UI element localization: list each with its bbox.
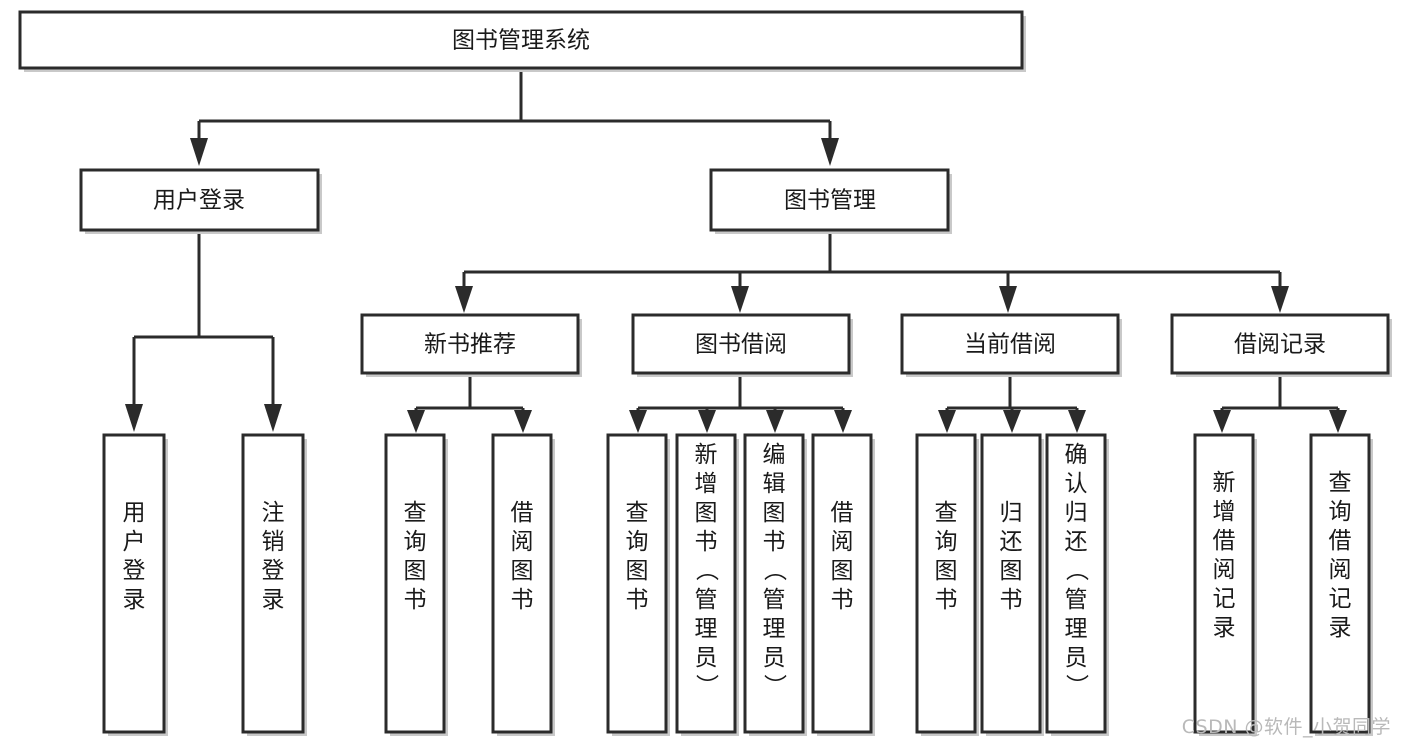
leaf-logout-login-box [241,433,305,734]
node-root[interactable]: 图书管理系统 [18,10,1026,72]
leaf-query-book-1-label: 查询图书 [404,500,427,613]
leaf-query-book-3-label: 查询图书 [935,500,958,613]
leaf-query-book-2-label: 查询图书 [626,500,649,613]
leaf-edit-book-admin-box [743,433,805,734]
arrow-bb-leaf-1 [629,410,647,433]
leaf-node-add-borrow-record[interactable]: 新增借阅记录 [1193,433,1257,736]
leaf-node-borrow-book-2[interactable]: 借阅图书 [811,433,875,736]
arrow-user-login-leaf-1 [125,404,143,432]
leaf-borrow-book-1-label: 借阅图书 [511,500,534,613]
arrow-br-leaf-1 [1213,410,1231,433]
node-root-box [18,10,1024,70]
leaf-return-book-box [980,433,1042,734]
node-book-borrow[interactable]: 图书借阅 [631,313,853,377]
node-current-borrow-box [900,313,1120,375]
arrow-cb-leaf-2 [1003,410,1021,433]
leaf-node-return-book[interactable]: 归还图书 [980,433,1044,736]
arrow-bb-leaf-2 [698,410,716,433]
leaf-query-book-3-box [915,433,977,734]
node-borrow-record[interactable]: 借阅记录 [1170,313,1392,377]
arrow-bm-to-book-borrow [731,286,749,313]
arrow-br-leaf-2 [1329,410,1347,433]
arrow-root-to-book-management [821,138,839,166]
leaf-add-borrow-record-label: 新增借阅记录 [1213,470,1236,641]
connector-layer [125,68,1347,433]
node-root-label: 图书管理系统 [452,28,590,54]
leaf-logout-login-label: 注销登录 [262,500,285,613]
leaf-query-borrow-record-label: 查询借阅记录 [1329,470,1352,641]
arrow-bm-to-current-borrow [999,286,1017,313]
leaf-node-logout-login[interactable]: 注销登录 [241,433,307,736]
node-current-borrow-label: 当前借阅 [964,332,1056,358]
arrow-bb-leaf-3 [766,410,784,433]
node-borrow-record-label: 借阅记录 [1234,332,1326,358]
leaf-node-query-book-3[interactable]: 查询图书 [915,433,979,736]
leaf-confirm-return-admin-box [1045,433,1107,734]
leaf-user-login-label: 用户登录 [123,500,146,613]
arrow-nbr-leaf-1 [407,410,425,433]
leaf-user-login-box [102,433,166,734]
leaf-node-query-borrow-record[interactable]: 查询借阅记录 [1309,433,1373,736]
node-book-management-label: 图书管理 [784,188,876,214]
node-new-book-recommend[interactable]: 新书推荐 [360,313,582,377]
leaf-node-borrow-book-1[interactable]: 借阅图书 [491,433,555,736]
node-book-borrow-label: 图书借阅 [695,332,787,358]
arrow-cb-leaf-3 [1068,410,1086,433]
node-borrow-record-box [1170,313,1390,375]
node-new-book-recommend-label: 新书推荐 [424,332,516,358]
node-book-management-box [709,168,950,232]
node-user-login-label: 用户登录 [153,188,245,214]
node-book-borrow-box [631,313,851,375]
leaf-edit-book-admin-label: 编辑图书（管理员） [763,442,788,700]
leaf-add-book-admin-box [675,433,737,734]
arrow-nbr-leaf-2 [514,410,532,433]
leaf-add-borrow-record-box [1193,433,1255,734]
arrow-bb-leaf-4 [834,410,852,433]
leaf-query-book-2-box [606,433,668,734]
arrow-user-login-leaf-2 [264,404,282,432]
node-current-borrow[interactable]: 当前借阅 [900,313,1122,377]
leaf-node-add-book-admin[interactable]: 新增图书（管理员） [675,433,739,736]
leaf-return-book-label: 归还图书 [1000,500,1023,613]
arrow-bm-to-borrow-record [1271,286,1289,313]
arrow-cb-leaf-1 [938,410,956,433]
arrow-bm-to-new-book-recommend [455,286,473,313]
leaf-add-book-admin-label: 新增图书（管理员） [695,442,720,700]
leaf-node-query-book-2[interactable]: 查询图书 [606,433,670,736]
node-book-management[interactable]: 图书管理 [709,168,952,234]
leaf-node-edit-book-admin[interactable]: 编辑图书（管理员） [743,433,807,736]
arrow-root-to-user-login [190,138,208,166]
watermark-credit: CSDN @软件_小贺同学 [1181,716,1391,738]
leaf-confirm-return-admin-label: 确认归还（管理员） [1065,442,1090,700]
node-user-login[interactable]: 用户登录 [79,168,322,234]
node-user-login-box [79,168,320,232]
leaf-query-borrow-record-box [1309,433,1371,734]
leaf-node-confirm-return-admin[interactable]: 确认归还（管理员） [1045,433,1109,736]
leaf-borrow-book-2-label: 借阅图书 [831,500,854,613]
leaf-node-query-book-1[interactable]: 查询图书 [384,433,448,736]
leaf-borrow-book-2-box [811,433,873,734]
leaf-node-user-login[interactable]: 用户登录 [102,433,168,736]
node-new-book-recommend-box [360,313,580,375]
leaf-borrow-book-1-box [491,433,553,734]
leaf-query-book-1-box [384,433,446,734]
